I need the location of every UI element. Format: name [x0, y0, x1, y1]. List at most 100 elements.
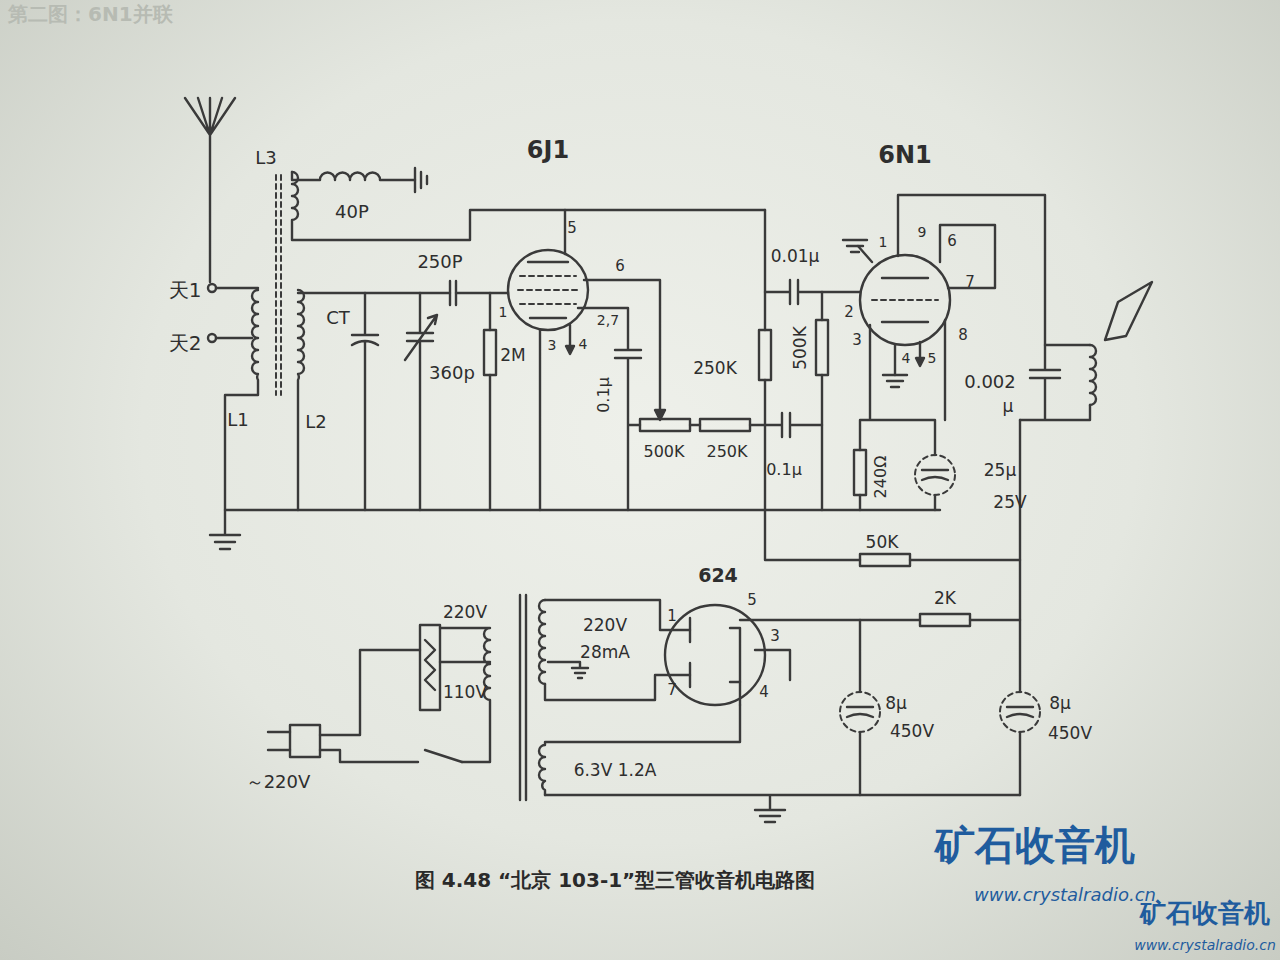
- voltage-label: ～220V: [246, 773, 311, 791]
- tube-grid: [518, 276, 578, 304]
- tube-cathode: [530, 317, 566, 319]
- component-value: 40P: [335, 203, 369, 221]
- tube-grid: [872, 299, 938, 301]
- potentiometer-symbol: [640, 419, 690, 431]
- plug-symbol: [268, 732, 290, 750]
- coil-symbol: [292, 172, 765, 240]
- component-value: 250P: [417, 253, 462, 271]
- tube-symbol: [508, 250, 588, 330]
- pin-number: 2,7: [597, 313, 619, 327]
- pin-number: 1: [879, 235, 888, 249]
- pin-number: 8: [958, 328, 968, 343]
- wire: [690, 413, 822, 437]
- core-symbol: [276, 175, 281, 395]
- coil-symbol: [292, 172, 415, 180]
- arrow-head: [916, 358, 924, 366]
- coil-name: L3: [255, 149, 276, 167]
- component-value: 0.002: [964, 373, 1016, 391]
- coil-symbol: [298, 290, 304, 510]
- wire: [765, 210, 1020, 560]
- pin-number: 1: [499, 305, 508, 319]
- component-value: 0.1μ: [596, 377, 612, 413]
- arrow-head: [566, 346, 665, 420]
- component-value: 450V: [890, 723, 934, 740]
- component-value: 500K: [792, 326, 809, 370]
- pin-number: 5: [747, 593, 757, 608]
- electrolytic-capacitor: [1000, 692, 1040, 732]
- pin-number: 4: [902, 351, 911, 365]
- component-value: μ: [1003, 398, 1014, 415]
- component-value: 500K: [643, 444, 684, 460]
- plug-symbol: [290, 725, 320, 757]
- pin-number: 6: [615, 259, 625, 274]
- component-value: 250K: [706, 444, 747, 460]
- coil-symbol: [1090, 345, 1096, 405]
- wire: [545, 600, 690, 700]
- resistor-symbol: [816, 320, 828, 375]
- coil-symbol: [539, 705, 740, 795]
- ground-bus: [210, 510, 940, 549]
- pin-number: 5: [567, 221, 577, 236]
- tube-plate: [528, 261, 568, 263]
- wire: [489, 293, 491, 510]
- component-value: 360p: [429, 364, 475, 382]
- resistor-symbol: [854, 450, 866, 495]
- pin-number: 4: [759, 685, 769, 700]
- resistor-symbol: [484, 330, 496, 375]
- antenna-symbol: [185, 98, 235, 282]
- wire: [740, 620, 860, 795]
- voltage-label: 110V: [443, 684, 487, 701]
- voltage-label: 220V: [583, 617, 627, 634]
- voltage-selector: [420, 625, 440, 710]
- tube-name: 624: [698, 566, 738, 585]
- component-value: 8μ: [1049, 695, 1071, 712]
- tube-symbol: [860, 255, 950, 345]
- pin-number: 2: [844, 305, 854, 320]
- pin-number: 3: [852, 333, 862, 348]
- voltage-label: 6.3V 1.2A: [574, 762, 657, 779]
- wire: [540, 210, 660, 510]
- pin-number: 3: [548, 338, 557, 352]
- watermark: www.crystalradio.cn: [1134, 938, 1276, 952]
- wire: [821, 292, 823, 510]
- wire: [1019, 420, 1021, 795]
- resistor-symbol: [920, 614, 970, 626]
- component-value: 2K: [934, 590, 956, 607]
- capacitor-symbol: [352, 293, 378, 510]
- coil-name: L2: [305, 413, 326, 431]
- figure-caption: 图 4.48 “北京 103-1”型三管收音机电路图: [415, 870, 816, 890]
- coil-name: L1: [227, 411, 248, 429]
- component-value: 250K: [693, 360, 737, 377]
- core-symbol: [520, 595, 526, 800]
- electrolytic-capacitor: [840, 692, 880, 732]
- component-value: 0.01μ: [771, 248, 820, 265]
- electrolytic-capacitor: [915, 455, 955, 495]
- component-value: 25V: [993, 494, 1026, 511]
- capacitor-symbol: [847, 707, 873, 717]
- ground-symbol: [843, 240, 867, 252]
- watermark: www.crystalradio.cn: [974, 886, 1156, 904]
- component-value: 50K: [866, 534, 899, 551]
- component-value: 8μ: [885, 695, 907, 712]
- component-value: 0.1μ: [766, 462, 802, 478]
- switch-wire: [320, 650, 462, 762]
- tube-name: 6N1: [878, 143, 931, 167]
- capacitor-symbol: [922, 470, 948, 480]
- wire: [298, 292, 508, 294]
- voltage-selector: [425, 640, 435, 690]
- pin-number: 4: [579, 337, 588, 351]
- pin-number: 7: [965, 275, 975, 290]
- coil-symbol: [539, 600, 545, 684]
- pin-number: 7: [667, 683, 677, 698]
- pin-number: 3: [770, 629, 780, 644]
- terminal-name: 天1: [169, 280, 202, 300]
- resistor-symbol: [759, 330, 771, 380]
- current-label: 28mA: [580, 644, 630, 661]
- page-heading: 第二图：6N1并联: [8, 4, 173, 24]
- wire: [1020, 345, 1090, 420]
- resistor-symbol: [700, 419, 750, 431]
- capacitor-symbol: [1007, 707, 1033, 717]
- component-value: 2M: [500, 347, 525, 364]
- component-name: CT: [326, 309, 350, 327]
